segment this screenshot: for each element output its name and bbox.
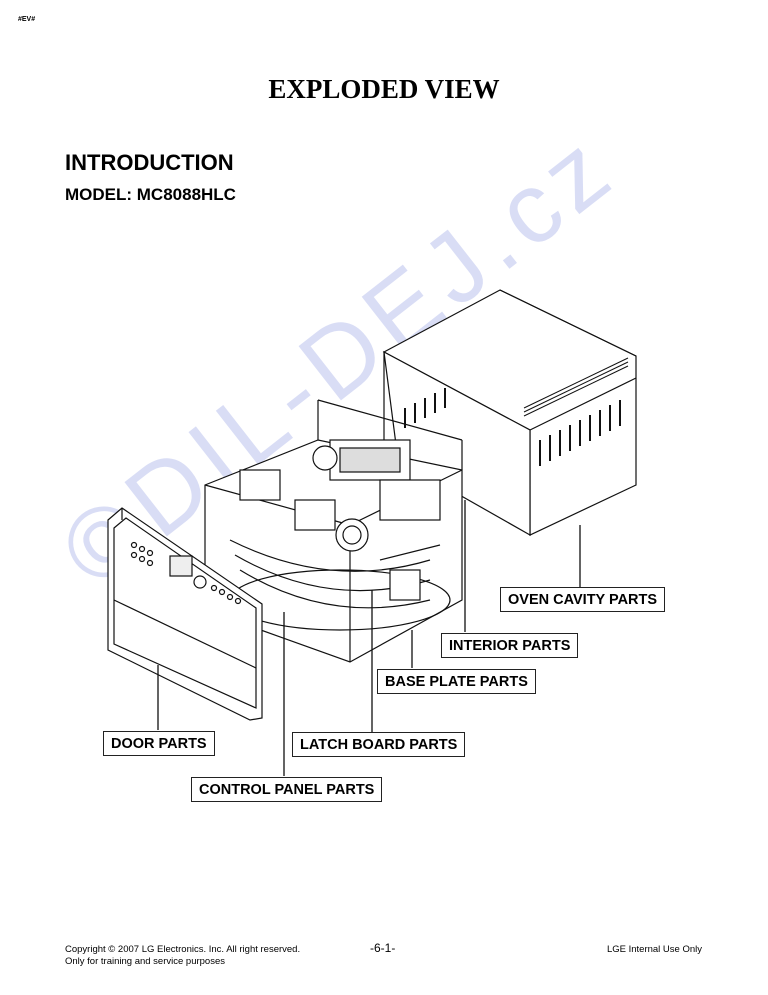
copyright-text: Copyright © 2007 LG Electronics. Inc. Al… — [65, 944, 301, 955]
inner-chassis — [204, 399, 463, 663]
base-plate-parts-label: BASE PLATE PARTS — [377, 669, 536, 694]
oven-cavity-parts-label: OVEN CAVITY PARTS — [500, 587, 666, 612]
internal-use-text: LGE Internal Use Only — [606, 944, 702, 955]
leader-lines — [157, 500, 581, 776]
interior-parts-label: INTERIOR PARTS — [441, 633, 579, 658]
outer-cabinet — [382, 289, 637, 537]
document-tag: #EV# — [18, 16, 36, 23]
document-title: EXPLODED VIEW — [268, 74, 500, 104]
model-line: MODEL: MC8088HLC — [65, 185, 236, 204]
door-parts-label: DOOR PARTS — [103, 731, 215, 756]
latch-board-parts-label: LATCH BOARD PARTS — [292, 732, 466, 757]
page-number: -6-1- — [370, 941, 396, 955]
footer-left: Copyright © 2007 LG Electronics. Inc. Al… — [65, 944, 300, 968]
door-assembly — [107, 507, 263, 721]
control-panel-parts-label: CONTROL PANEL PARTS — [191, 777, 383, 802]
section-title: INTRODUCTION — [65, 150, 234, 175]
training-text: Only for training and service purposes — [65, 956, 225, 967]
